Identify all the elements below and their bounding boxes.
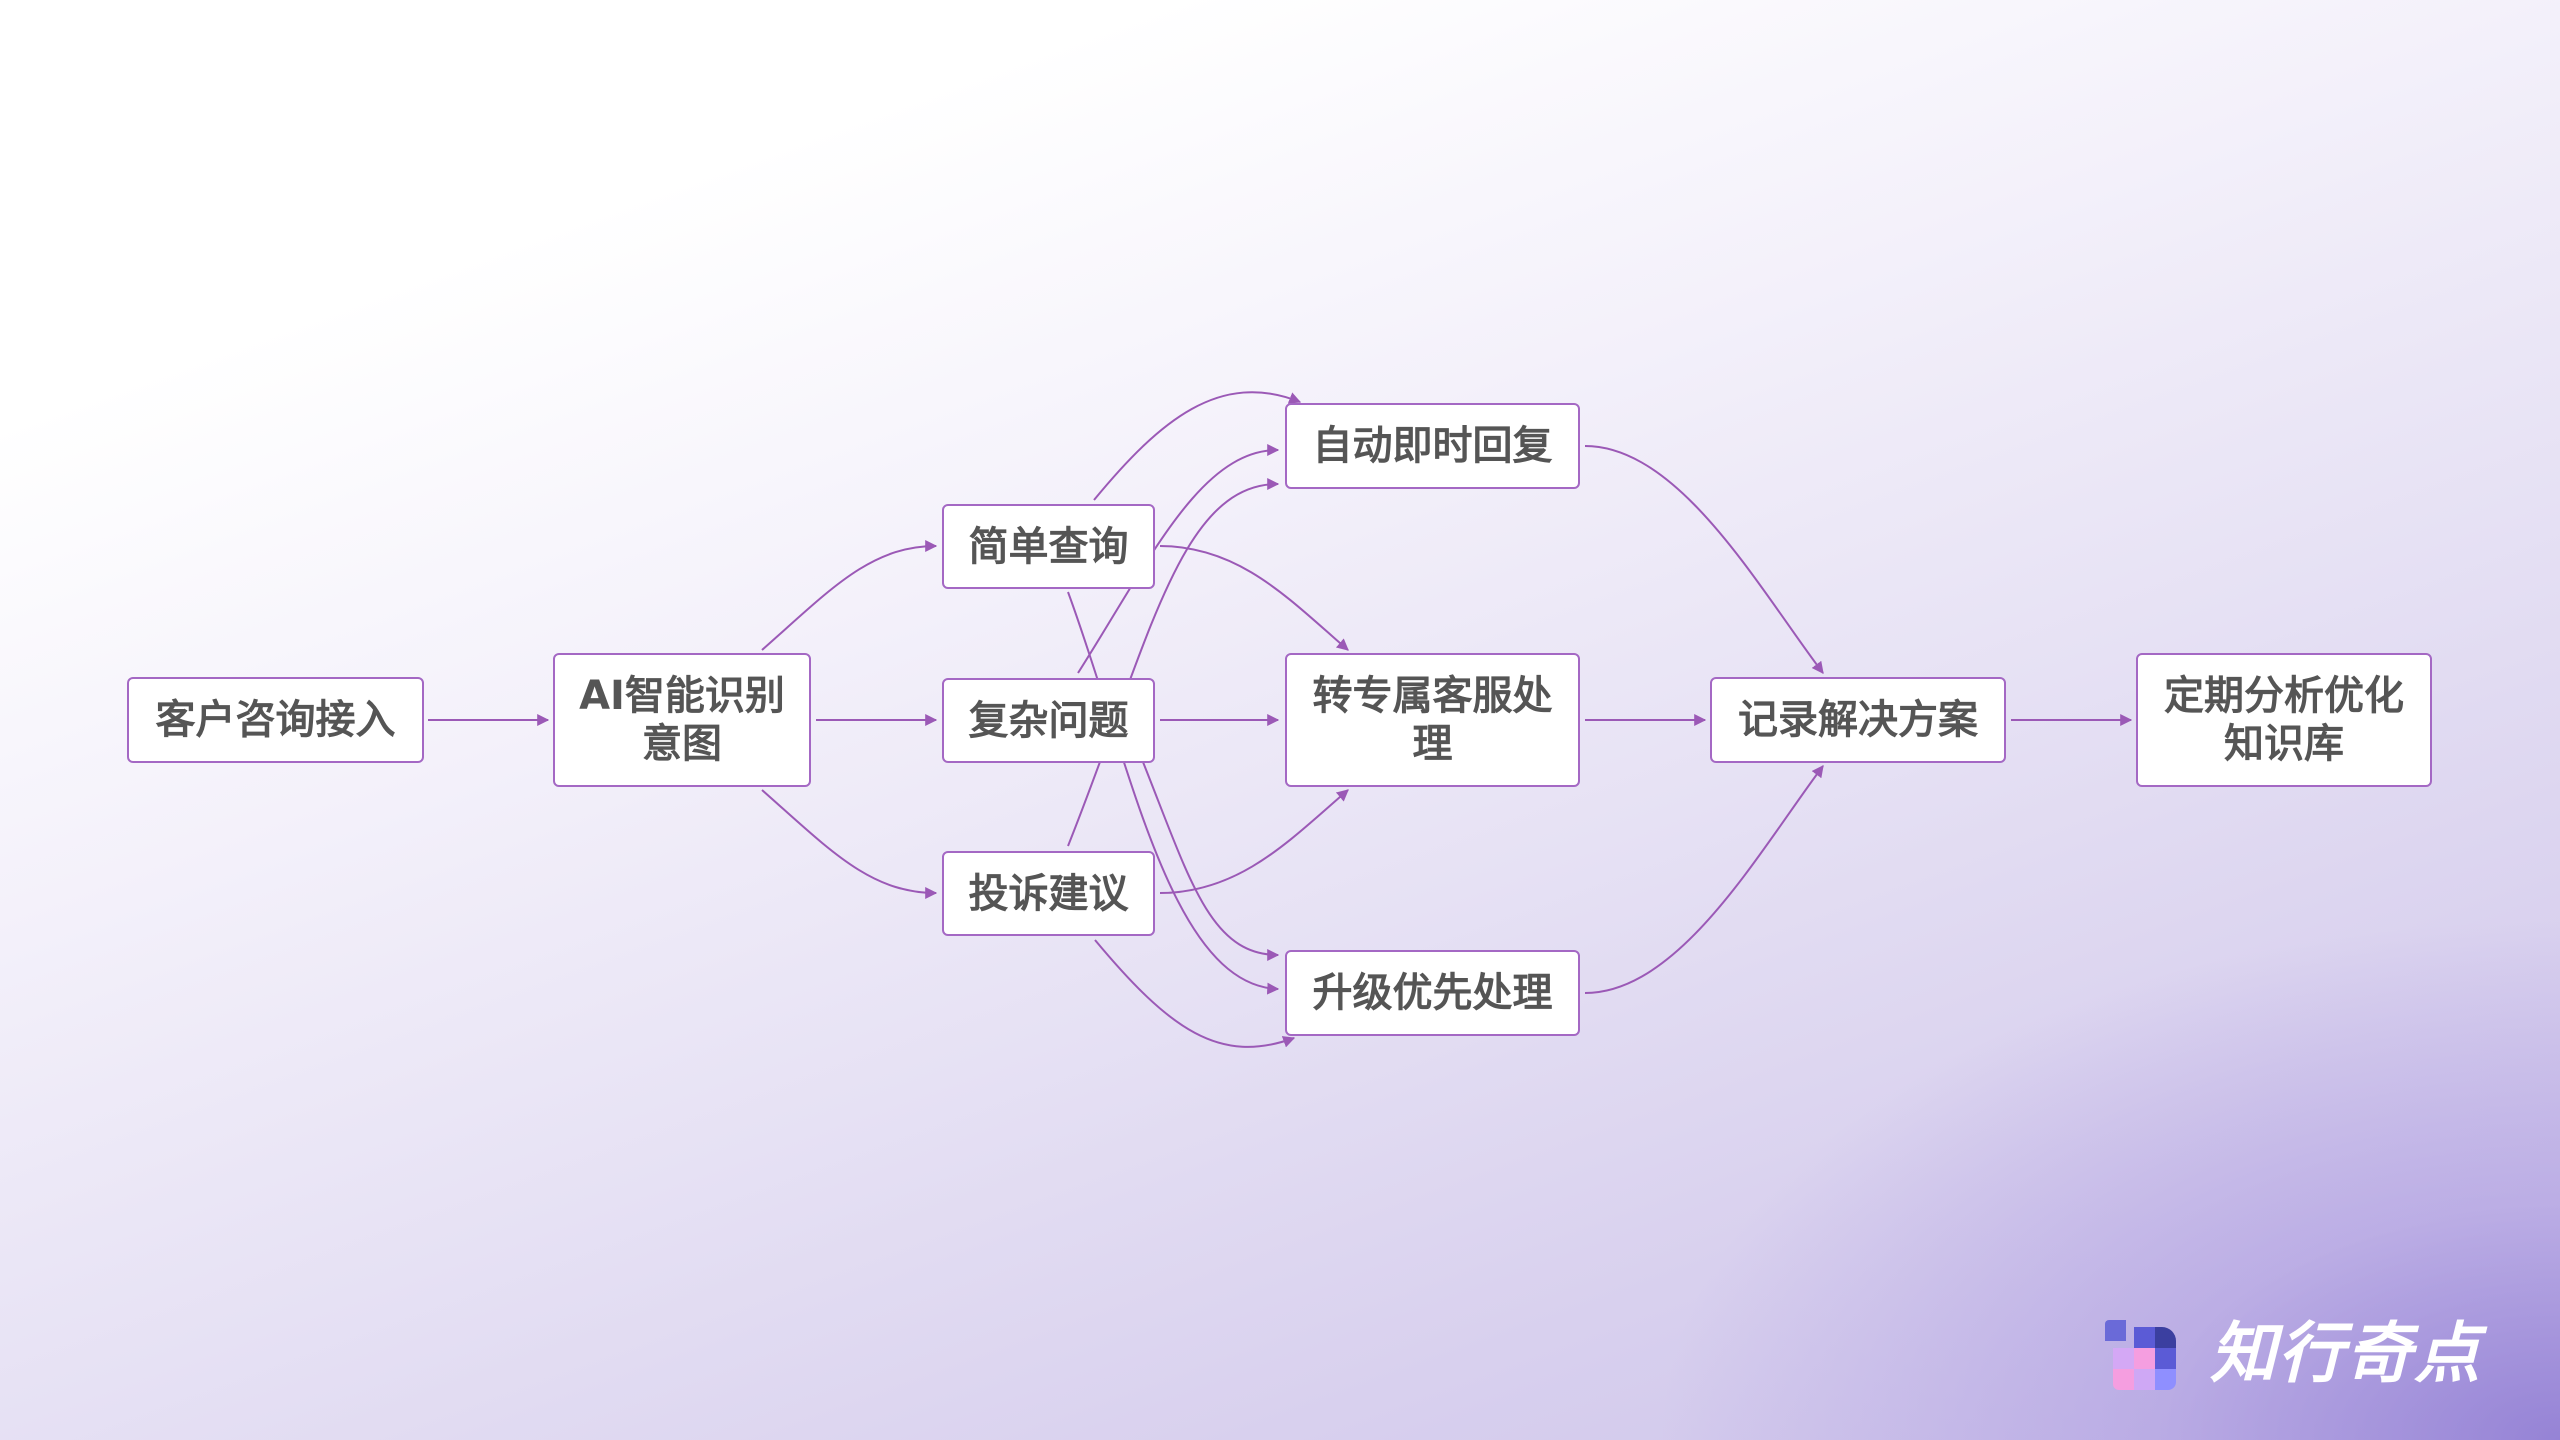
node-label: 自动即时回复 (1312, 423, 1553, 469)
node-priority-escalation: 升级优先处理 (1285, 950, 1580, 1036)
edge-priority-to-record (1584, 765, 1824, 994)
node-label-line1: 转专属客服处 (1312, 673, 1553, 719)
node-record-solution: 记录解决方案 (1710, 677, 2006, 763)
node-label: 简单查询 (968, 523, 1129, 570)
node-label: 升级优先处理 (1312, 970, 1553, 1016)
node-dedicated-agent: 转专属客服处 理 (1285, 653, 1580, 787)
node-ai-intent: AI智能识别 意图 (553, 653, 811, 787)
edge-ai-to-complaint (761, 789, 938, 899)
edge-ai-to-simple (761, 540, 938, 651)
brand-name: 知行奇点 (2210, 1315, 2482, 1392)
edge-auto-to-record (1584, 445, 1824, 674)
brand-logo: 知行奇点 (2100, 1312, 2520, 1402)
node-auto-reply: 自动即时回复 (1285, 403, 1580, 489)
edge-simple-to-dedicated (1159, 545, 1349, 651)
edge-complaint-to-auto (1067, 478, 1280, 847)
node-label-line2: 意图 (642, 721, 722, 767)
node-kb-optimize: 定期分析优化 知识库 (2136, 653, 2432, 787)
edge-complex-to-auto (1077, 444, 1280, 674)
node-label-line1: AI智能识别 (579, 673, 785, 719)
edge-complex-to-priority (1142, 761, 1280, 961)
node-label-line2: 理 (1412, 721, 1453, 767)
node-label: 投诉建议 (968, 870, 1129, 917)
node-complex-issue: 复杂问题 (942, 678, 1155, 763)
edge-complaint-to-dedicated (1159, 789, 1349, 894)
node-simple-query: 简单查询 (942, 504, 1155, 589)
edge-simple-to-priority (1067, 591, 1280, 995)
node-label: 复杂问题 (968, 697, 1129, 744)
edge-complaint-to-priority (1094, 939, 1296, 1048)
node-label: 客户咨询接入 (155, 697, 396, 743)
node-label-line1: 定期分析优化 (2164, 673, 2404, 719)
node-label-line2: 知识库 (2224, 721, 2344, 767)
node-label: 记录解决方案 (1738, 697, 1978, 743)
node-customer-intake: 客户咨询接入 (127, 677, 424, 763)
edge-simple-to-auto (1093, 391, 1302, 501)
node-complaint: 投诉建议 (942, 851, 1155, 936)
pixel-d-logo-icon (2100, 1312, 2184, 1396)
